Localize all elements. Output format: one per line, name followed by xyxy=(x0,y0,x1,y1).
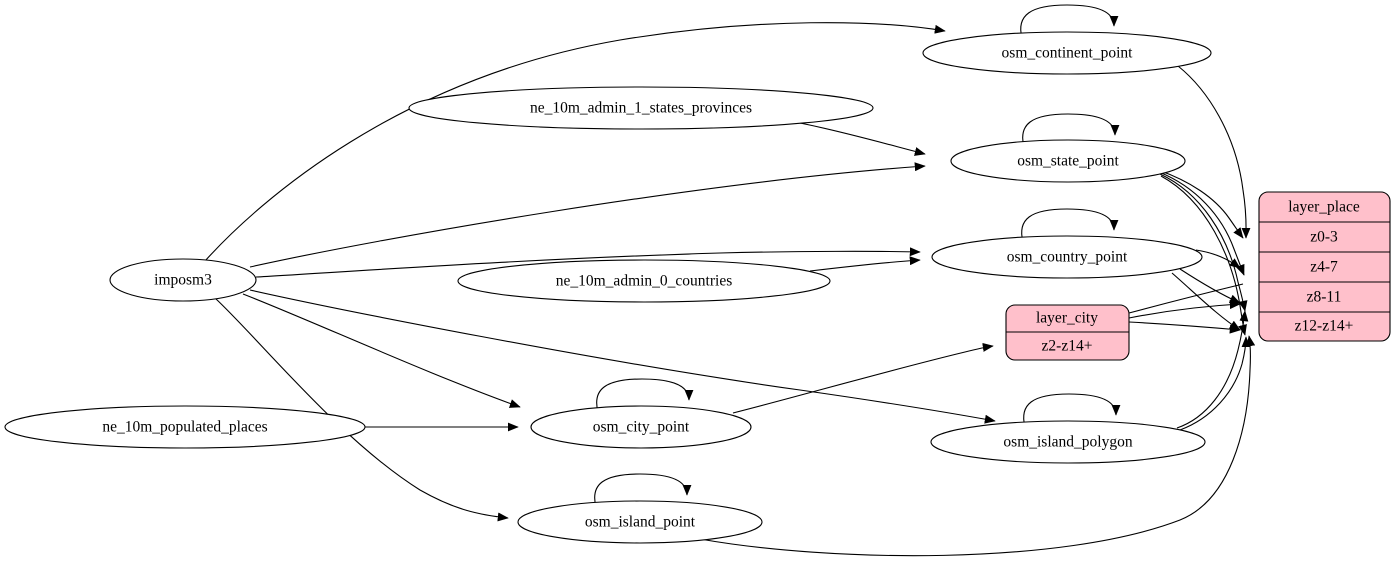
edge-imposm3-to-osm_country_point xyxy=(255,247,921,278)
node-ne-10m-populated-places[interactable]: ne_10m_populated_places xyxy=(4,405,366,449)
edge-self-osm_continent_point xyxy=(1020,4,1119,39)
edge-imposm3-to-osm_state_point xyxy=(249,162,926,268)
node-ne-populated-shape[interactable] xyxy=(4,405,366,449)
node-ne-10m-admin-0-countries[interactable]: ne_10m_admin_0_countries xyxy=(457,259,831,303)
node-osm-country-point[interactable]: osm_country_point xyxy=(931,235,1203,279)
node-layer-place-row-z8-11[interactable]: z8-11 xyxy=(1307,289,1342,306)
node-osm-state-point-label: osm_state_point xyxy=(1017,153,1119,170)
edge-self-osm_island_point xyxy=(594,473,692,508)
node-layer-place[interactable]: layer_place z0-3 z4-7 z8-11 z12-z14+ xyxy=(1258,191,1391,342)
edge-self-osm_country_point xyxy=(1021,208,1119,243)
edge-layer_city-extra-1 xyxy=(1128,283,1244,314)
node-osm-country-point-label: osm_country_point xyxy=(1007,249,1128,266)
node-osm-continent-point-label: osm_continent_point xyxy=(1002,45,1134,62)
edge-osm_state_point-to-layer_place-z12_z14 xyxy=(1160,175,1247,336)
edge-ne_states-to-osm_state_point xyxy=(799,122,926,156)
node-layer-city-row-z2-z14[interactable]: z2-z14+ xyxy=(1042,338,1093,355)
edge-osm_continent_point-to-layer_place-z0_3 xyxy=(1177,65,1251,239)
node-osm-island-polygon[interactable]: osm_island_polygon xyxy=(930,420,1206,464)
node-layer-city-header: layer_city xyxy=(1036,310,1098,327)
node-osm-continent-point[interactable]: osm_continent_point xyxy=(922,31,1212,75)
edges-group xyxy=(204,4,1256,557)
node-ne-countries-label: ne_10m_admin_0_countries xyxy=(556,273,733,290)
node-osm-island-polygon-shape[interactable] xyxy=(930,420,1206,464)
nodes-group: imposm3 ne_10m_admin_1_states_provinces … xyxy=(4,31,1391,544)
node-layer-place-row-z4-7[interactable]: z4-7 xyxy=(1310,259,1338,276)
edge-imposm3-to-osm_island_polygon xyxy=(249,289,996,424)
node-osm-city-point-shape[interactable] xyxy=(530,405,752,449)
node-ne-states-label: ne_10m_admin_1_states_provinces xyxy=(530,100,752,117)
node-imposm3[interactable]: imposm3 xyxy=(109,258,257,302)
node-osm-city-point[interactable]: osm_city_point xyxy=(530,405,752,449)
edge-imposm3-to-osm_island_point xyxy=(214,297,509,522)
node-osm-city-point-label: osm_city_point xyxy=(593,419,690,436)
node-osm-island-point-label: osm_island_point xyxy=(585,514,696,531)
node-imposm3-label: imposm3 xyxy=(154,272,212,289)
node-osm-island-polygon-label: osm_island_polygon xyxy=(1003,434,1132,451)
node-osm-island-point[interactable]: osm_island_point xyxy=(517,500,763,544)
node-layer-place-row-z0-3[interactable]: z0-3 xyxy=(1310,229,1338,246)
edge-imposm3-to-osm_continent_point xyxy=(204,22,946,262)
edge-osm_state_point-to-layer_place-z8_11 xyxy=(1159,173,1248,312)
node-ne-states-shape[interactable] xyxy=(408,86,874,130)
edge-osm_island_point-to-layer_place-z12_z14 xyxy=(699,335,1256,557)
edge-imposm3-to-osm_city_point xyxy=(242,293,521,408)
edge-ne_countries-to-osm_country_point xyxy=(809,256,921,272)
edge-osm_island_polygon-to-layer_place-z8_11 xyxy=(1176,310,1249,429)
edge-osm_city_point-to-layer_city-z2_z14 xyxy=(732,342,994,414)
node-osm-state-point[interactable]: osm_state_point xyxy=(950,139,1186,183)
node-layer-place-row-z12-z14[interactable]: z12-z14+ xyxy=(1295,318,1354,335)
node-osm-state-point-shape[interactable] xyxy=(950,139,1186,183)
node-imposm3-shape[interactable] xyxy=(109,258,257,302)
edge-osm_state_point-to-layer_place-z4_7 xyxy=(1158,171,1245,276)
node-layer-place-header: layer_place xyxy=(1288,199,1360,216)
edge-layer_city-to-layer_place-z12_z14 xyxy=(1128,321,1241,334)
edge-osm_country_point-to-layer_place-z4_7 xyxy=(1195,249,1241,269)
node-ne-countries-shape[interactable] xyxy=(457,259,831,303)
edge-self-osm_city_point xyxy=(596,378,694,413)
node-ne-populated-label: ne_10m_populated_places xyxy=(102,419,267,436)
node-osm-country-point-shape[interactable] xyxy=(931,235,1203,279)
edge-osm_country_point-to-layer_place-z12_z14 xyxy=(1171,272,1241,331)
edge-layer_city-to-layer_place-z8_11 xyxy=(1128,300,1241,319)
edge-self-osm_island_polygon xyxy=(1023,393,1121,428)
edge-self-osm_state_point xyxy=(1022,113,1120,148)
node-ne-10m-admin-1-states-provinces[interactable]: ne_10m_admin_1_states_provinces xyxy=(408,86,874,130)
edge-osm_island_polygon-to-layer_place-z12_z14 xyxy=(1179,336,1251,431)
node-layer-place-box[interactable] xyxy=(1258,191,1391,342)
node-layer-city[interactable]: layer_city z2-z14+ xyxy=(1005,304,1130,361)
node-osm-island-point-shape[interactable] xyxy=(517,500,763,544)
edge-osm_state_point-to-layer_place-z0_3 xyxy=(1157,169,1244,239)
node-osm-continent-point-shape[interactable] xyxy=(922,31,1212,75)
